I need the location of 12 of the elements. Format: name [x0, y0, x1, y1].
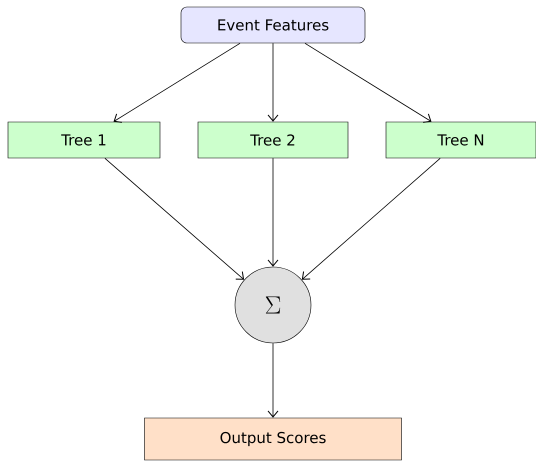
output-box: Output Scores [144, 418, 402, 460]
arrow [104, 158, 244, 280]
arrow [114, 42, 240, 123]
tree-box: Tree 1 [8, 122, 160, 158]
input-box: Event Features [180, 6, 366, 44]
arrow [268, 158, 278, 267]
arrow [302, 158, 441, 280]
arrow [304, 42, 432, 123]
arrow [268, 342, 278, 418]
tree-box: Tree 2 [198, 122, 348, 158]
tree-box: Tree N [386, 122, 536, 158]
arrow [268, 42, 278, 122]
